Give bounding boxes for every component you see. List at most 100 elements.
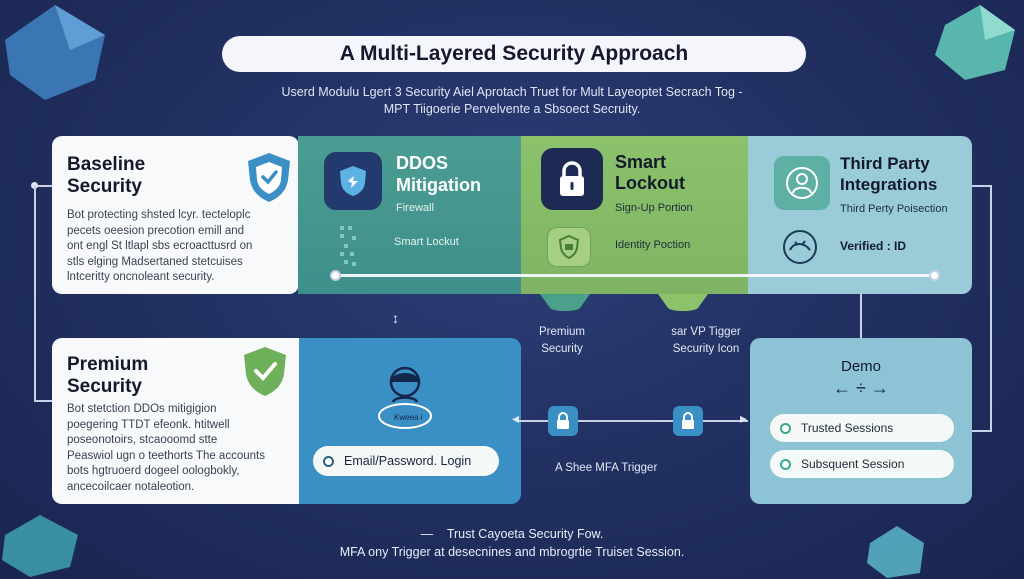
lock-icon (682, 412, 694, 429)
third-party-title: Third Party Integrations (840, 153, 937, 195)
connector-left-bottom (34, 400, 54, 402)
connector-third-to-demo (860, 294, 862, 340)
footer: — Trust Cayoeta Security Fow. MFA ony Tr… (250, 527, 774, 559)
connector-left-top (34, 185, 54, 187)
lock-button-2[interactable] (673, 406, 703, 436)
subtitle: Userd Modulu Lgert 3 Security Aiel Aprot… (240, 84, 784, 118)
badge-shield-icon (558, 234, 580, 260)
shield-check-icon (244, 347, 286, 396)
connector-left-vertical (34, 185, 36, 400)
arrow-right-icon: ▸ (740, 410, 748, 426)
third-title-line-2: Integrations (840, 175, 938, 194)
ddos-smart-lockout: Smart Lockut (394, 236, 459, 248)
verified-id: Verified : ID (840, 239, 907, 253)
premium-label-line-1: Premium (538, 326, 585, 338)
premium-security-card: Premium Security Bot stetction DDOs miti… (52, 338, 300, 504)
login-button-label: Email/Password. Login (344, 454, 472, 468)
trigger-label-line-1: sar VP Tigger (671, 326, 741, 338)
baseline-title-line-2: Security (67, 176, 142, 197)
lock-icon (557, 412, 569, 429)
trigger-label-line-2: Security Icon (672, 343, 740, 355)
decor-shape-top-left (5, 5, 105, 100)
trusted-sessions-option[interactable]: Trusted Sessions (770, 414, 954, 442)
subtitle-line-2: MPT Tiigoerie Pervelvente a Sbsoect Secr… (383, 102, 641, 116)
premium-label-line-2: Security (541, 343, 583, 355)
smart-title-line-2: Lockout (615, 173, 685, 193)
ddos-mitigation-card: DDOS Mitigation Firewall Smart Lockut (298, 136, 522, 294)
flow-track-start-handle[interactable] (330, 270, 341, 281)
shield-icon (248, 153, 290, 202)
third-title-line-1: Third Party (840, 154, 930, 173)
arrow-left-icon: ◂ (512, 410, 520, 426)
trusted-sessions-label: Trusted Sessions (801, 421, 894, 435)
integration-icon-box (774, 156, 830, 210)
footer-line-1: — Trust Cayoeta Security Fow. (250, 527, 774, 541)
user-headset-icon (378, 366, 432, 429)
ddos-firewall: Firewall (396, 202, 434, 214)
premium-title-line-1: Premium (67, 354, 149, 375)
shield-lightning-icon (340, 166, 366, 196)
mfa-trigger-label: A Shee MFA Trigger (555, 462, 658, 474)
connector-right-bottom (970, 430, 992, 432)
signup-portion: Sign-Up Portion (615, 202, 693, 214)
baseline-description: Bot protecting shsted lcyr. tecteloplc p… (67, 208, 292, 286)
drop-connector-green (540, 294, 590, 311)
connector-login-to-demo (516, 420, 748, 422)
premium-title-line-2: Security (67, 376, 142, 397)
decor-shape-bottom-left (2, 515, 78, 577)
flow-track (334, 274, 936, 277)
flow-track-end-handle[interactable] (929, 270, 940, 281)
premium-line: Bot stetction DDOs mitigigion (67, 403, 217, 415)
premium-title: Premium Security (67, 354, 148, 398)
padlock-icon (560, 161, 584, 196)
third-party-protection: Third Perty Poisection (840, 203, 948, 215)
ddos-title-line-1: DDOS (396, 153, 449, 173)
login-card: Kweea i Email/Password. Login (299, 338, 521, 504)
subtitle-line-1: Userd Modulu Lgert 3 Security Aiel Aprot… (281, 85, 743, 99)
premium-description: Bot stetction DDOs mitigigion poegering … (67, 402, 295, 495)
baseline-title: Baseline Security (67, 154, 145, 198)
ddos-icon-box (324, 152, 382, 210)
lock-button-1[interactable] (548, 406, 578, 436)
subsequent-session-option[interactable]: Subsquent Session (770, 450, 954, 478)
demo-card: Demo ← ÷ → Trusted Sessions Subsquent Se… (750, 338, 972, 504)
baseline-line: stls elging Madsertaned stetcuises (67, 255, 243, 268)
trigger-label: sar VP Tigger Security Icon (650, 324, 762, 358)
email-password-login-button[interactable]: Email/Password. Login (313, 446, 499, 476)
person-circle-icon (786, 167, 818, 199)
premium-line: poseonotoirs, stcaooomd stte (67, 434, 218, 446)
smart-title-line-1: Smart (615, 152, 667, 172)
baseline-security-card: Baseline Security Bot protecting shsted … (52, 136, 299, 294)
baseline-line: Bot protecting shsted lcyr. tecteloplc (67, 209, 251, 221)
subsequent-session-label: Subsquent Session (801, 457, 905, 471)
ddos-title: DDOS Mitigation (396, 152, 481, 196)
premium-security-label: Premium Security (535, 324, 589, 358)
footer-dash: — (420, 527, 434, 541)
footer-line-1-text: Trust Cayoeta Security Fow. (446, 527, 604, 541)
radio-icon (780, 422, 791, 434)
lock-icon-box (541, 148, 603, 210)
decor-shape-bottom-right (867, 526, 924, 578)
premium-line: Peaswiol ugn o teethorts The accounts (67, 449, 265, 462)
baseline-line: pecets oeesion precotion emill and (67, 224, 245, 237)
footer-line-2: MFA ony Trigger at desecnines and mbrogr… (339, 545, 685, 559)
arrow-up-down-icon: ↕ (392, 310, 399, 326)
connector-right-vertical (990, 185, 992, 430)
smart-lockout-card: Smart Lockout Sign-Up Portion Identity P… (521, 136, 749, 294)
identity-icon-box (547, 227, 591, 267)
decor-shape-top-right (935, 5, 1015, 80)
identity-portion: Identity Poction (615, 239, 691, 251)
third-party-card: Third Party Integrations Third Perty Poi… (748, 136, 972, 294)
premium-line: ancecoilcaer notaleotion. (67, 480, 195, 493)
baseline-line: ont engl St ltlapl sbs ecroacttusrd on (67, 240, 253, 252)
smart-lockout-title: Smart Lockout (615, 152, 685, 194)
drop-connector-lime (658, 294, 708, 311)
radio-icon (780, 458, 791, 470)
login-status-dot (323, 455, 334, 467)
verified-id-icon (783, 230, 817, 264)
demo-arrows-icon: ← ÷ → (833, 378, 889, 398)
page-title: A Multi-Layered Security Approach (222, 36, 806, 72)
premium-line: bots hgtruoerd dogeel oologbokly, (67, 465, 240, 477)
connector-right-top (970, 185, 992, 187)
baseline-title-line-1: Baseline (67, 154, 146, 175)
